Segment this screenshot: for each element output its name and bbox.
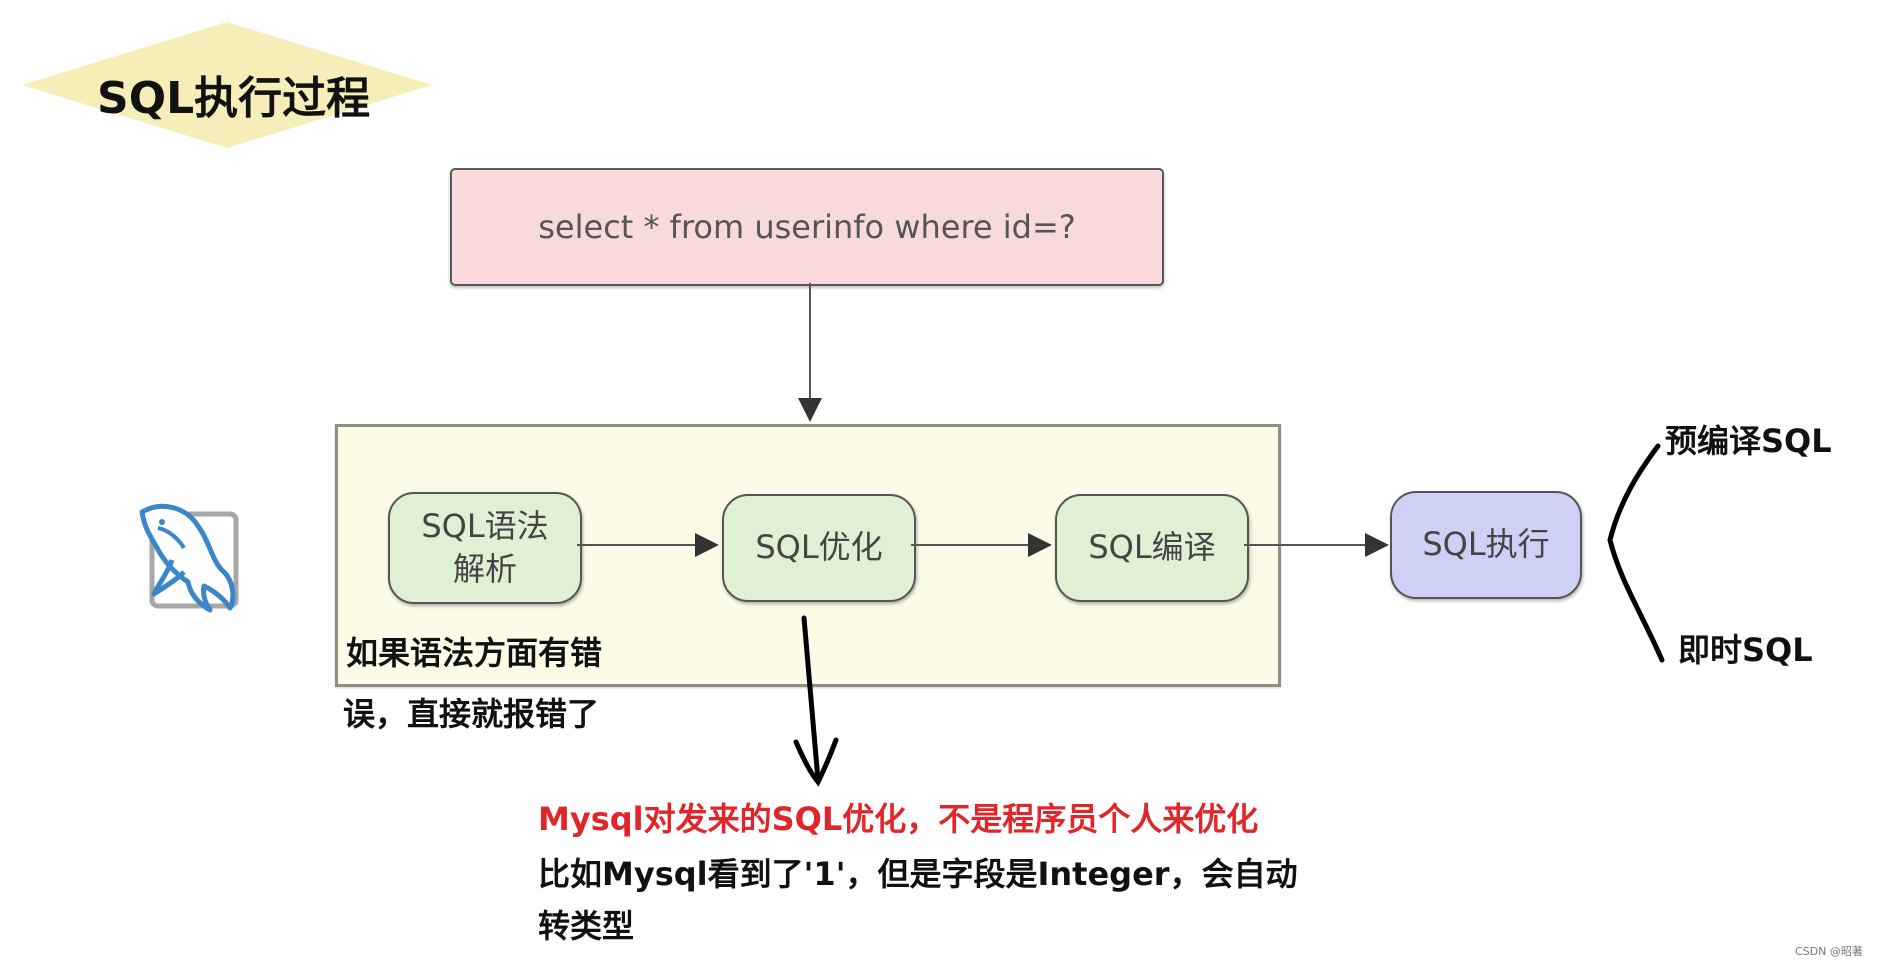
stage-sql-execute-label: SQL执行 — [1422, 525, 1550, 564]
handdrawn-arrow-head — [793, 737, 839, 787]
stage-sql-execute: SQL执行 — [1390, 491, 1582, 599]
sql-query-box: select * from userinfo where id=? — [450, 168, 1164, 286]
stage-sql-compile-label: SQL编译 — [1088, 528, 1216, 567]
page-title: SQL执行过程 — [97, 73, 371, 124]
stage-sql-optimize-label: SQL优化 — [755, 528, 883, 567]
branch-immediate-sql: 即时SQL — [1678, 631, 1813, 669]
stage-syntax-parse-label-2: 解析 — [452, 550, 517, 588]
stage-sql-optimize: SQL优化 — [722, 494, 916, 602]
handdrawn-arrow-shaft — [801, 615, 821, 783]
stage-sql-compile: SQL编译 — [1055, 494, 1249, 602]
title-diamond-shape — [22, 22, 432, 148]
branch-bracket — [1607, 443, 1665, 663]
stage-syntax-parse-label-1: SQL语法 — [421, 506, 549, 545]
syntax-error-note-line2: 误，直接就报错了 — [343, 695, 600, 733]
watermark: CSDN @昭著 — [1795, 945, 1863, 958]
stage-syntax-parse: SQL语法 解析 — [388, 492, 582, 604]
mysql-dolphin-icon — [132, 500, 244, 614]
title-banner: SQL执行过程 — [22, 22, 432, 148]
branch-precompiled-sql: 预编译SQL — [1665, 422, 1832, 460]
optimize-note-red: Mysql对发来的SQL优化，不是程序员个人来优化 — [538, 800, 1259, 838]
optimize-note-line2: 比如Mysql看到了'1'，但是字段是Integer，会自动 — [538, 855, 1298, 893]
syntax-error-note-line1: 如果语法方面有错 — [346, 634, 603, 672]
optimize-note-line3: 转类型 — [538, 907, 635, 945]
